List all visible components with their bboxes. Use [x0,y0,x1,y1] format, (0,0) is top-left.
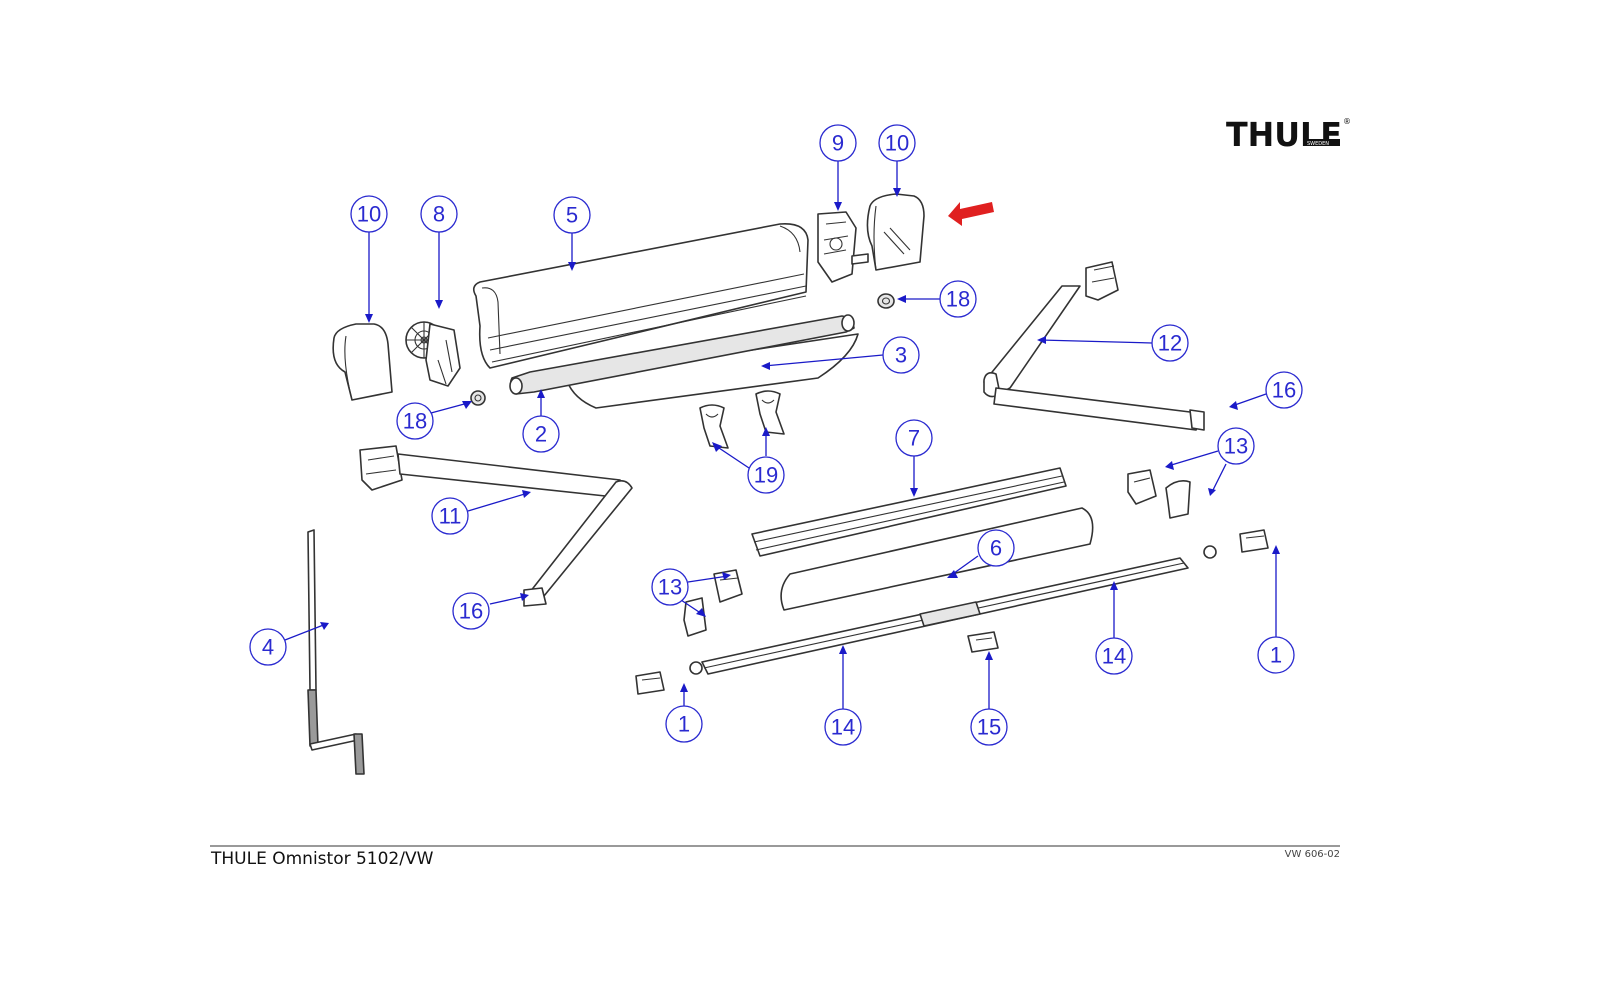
callout-10-left: 10 [350,195,388,233]
callout-label: 16 [459,599,483,624]
callout-12: 12 [1151,324,1189,362]
footer: THULE Omnistor 5102/VW VW 606-02 [210,845,1340,869]
callout-label: 18 [946,287,970,312]
callout-14-right: 14 [1095,637,1133,675]
part-bushing-left [470,390,486,406]
part-crank-handle [307,529,365,775]
callout-label: 19 [754,463,778,488]
callout-14-left: 14 [824,708,862,746]
part-gear-housing-left [405,321,461,387]
callout-label: 2 [535,422,547,447]
callout-16-left: 16 [452,592,490,630]
callout-label: 8 [433,202,445,227]
part-clips-right [1127,469,1191,519]
callout-label: 16 [1272,378,1296,403]
callout-label: 14 [1102,644,1126,669]
callout-13-right: 13 [1217,427,1255,465]
callout-16-right: 16 [1265,371,1303,409]
callout-label: 5 [566,203,578,228]
callout-6: 6 [977,529,1015,567]
callout-9: 9 [819,124,857,162]
callout-label: 14 [831,715,855,740]
callout-label: 1 [1270,643,1282,668]
callout-2: 2 [522,415,560,453]
callout-label: 6 [990,536,1002,561]
part-fabric-and-roller [509,314,859,409]
callout-18-left: 18 [396,402,434,440]
part-end-cap-left [332,323,393,401]
callout-7: 7 [895,419,933,457]
part-front-profile [751,467,1067,557]
red-arrow-icon [948,202,994,226]
callout-label: 15 [977,715,1001,740]
callout-label: 9 [832,131,844,156]
part-end-cap-right [866,193,925,271]
part-cassette-housing [472,223,809,369]
logo-subtext: SWEDEN [1307,141,1329,147]
callout-label: 4 [262,635,274,660]
callout-4: 4 [249,628,287,666]
part-clamps [699,390,785,449]
callout-3: 3 [882,336,920,374]
callout-10-right: 10 [878,124,916,162]
callout-label: 10 [885,131,909,156]
callout-19: 19 [747,456,785,494]
callout-label: 10 [357,202,381,227]
leader-arrowheads [320,188,1280,692]
thule-logo: THULE SWEDEN ® [1226,115,1351,154]
logo-text: THULE [1226,115,1342,154]
callout-13-left: 13 [651,568,689,606]
part-buckle [967,631,999,653]
callout-label: 18 [403,409,427,434]
part-end-stops [635,529,1269,695]
callout-18-top: 18 [939,280,977,318]
part-lower-rail [689,545,1217,675]
callout-label: 3 [895,343,907,368]
callout-label: 7 [908,426,920,451]
registered-mark: ® [1343,117,1351,126]
callout-11: 11 [431,497,469,535]
callout-15: 15 [970,708,1008,746]
part-clips-left [683,569,743,637]
footer-code: VW 606-02 [1285,849,1340,860]
callout-8: 8 [420,195,458,233]
callout-label: 13 [1224,434,1248,459]
part-arm-right [983,261,1205,431]
part-arm-left [359,445,633,607]
callout-label: 12 [1158,331,1182,356]
callout-label: 1 [678,712,690,737]
part-gear-housing-right [817,211,869,283]
callout-1-left: 1 [665,705,703,743]
callout-1-right: 1 [1257,636,1295,674]
footer-title: THULE Omnistor 5102/VW [210,849,434,869]
part-front-cover [780,507,1094,611]
part-bushing-top [877,293,895,309]
callout-5: 5 [553,196,591,234]
callout-label: 13 [658,575,682,600]
callout-label: 11 [439,504,462,529]
